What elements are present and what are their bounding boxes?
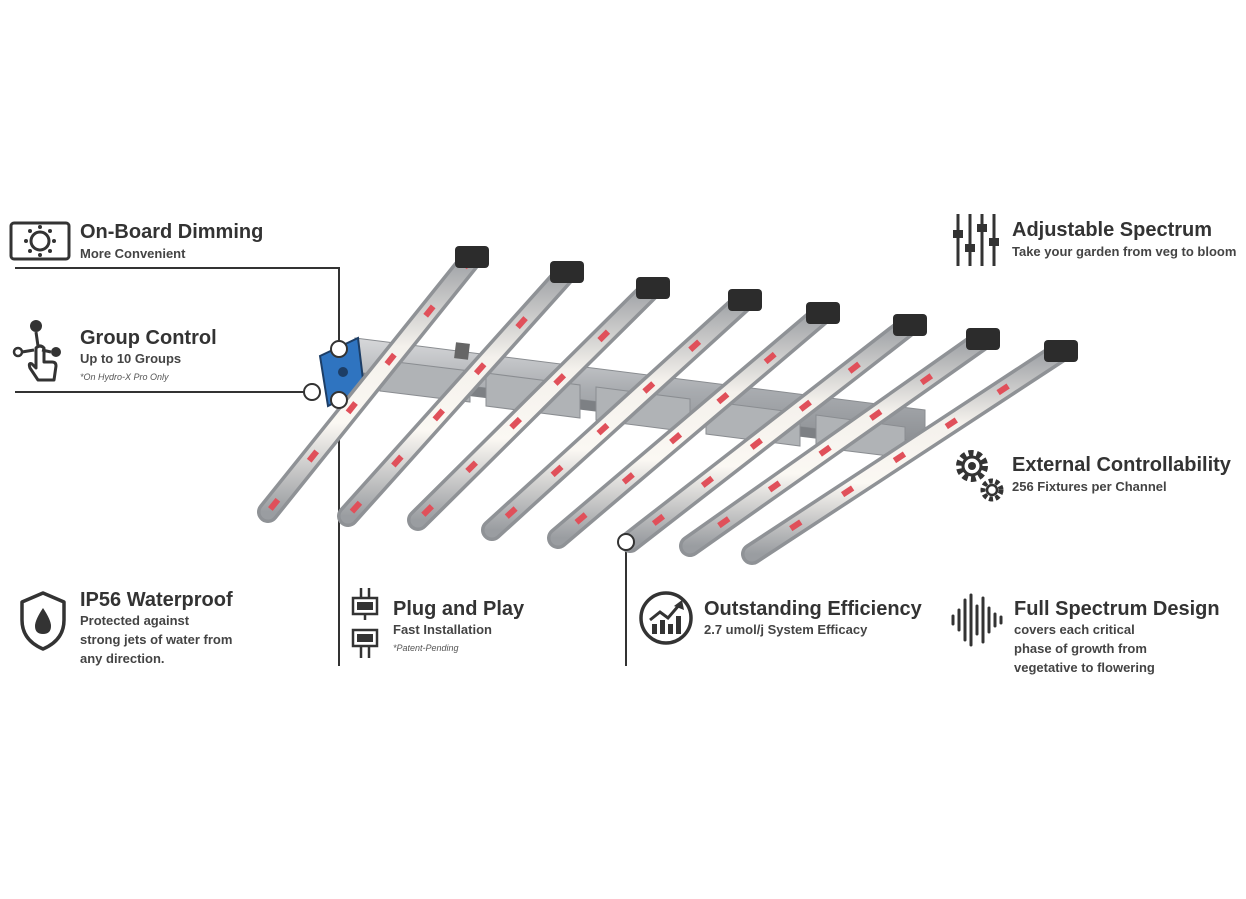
led-bars — [257, 246, 1078, 565]
feature-title-efficiency: Outstanding Efficiency — [704, 598, 922, 620]
feature-title-fullspectrum: Full Spectrum Design — [1014, 598, 1220, 620]
feature-subtitle-spectrum: Take your garden from veg to bloom — [1012, 244, 1237, 259]
feature-title-spectrum: Adjustable Spectrum — [1012, 219, 1213, 241]
plug-connector-icon — [348, 586, 382, 662]
led-bar — [547, 302, 840, 549]
sliders-icon — [952, 212, 1002, 268]
feature-line-waterproof-2: strong jets of water from — [80, 632, 233, 647]
feature-title-group: Group Control — [80, 327, 217, 349]
feature-title-plug: Plug and Play — [393, 598, 525, 620]
callout-lines — [15, 267, 627, 666]
feature-line-waterproof-1: Protected against — [80, 613, 190, 628]
feature-subtitle-efficiency: 2.7 umol/j System Efficacy — [704, 622, 868, 637]
feature-line-fullspectrum-3: vegetative to flowering — [1014, 660, 1155, 675]
led-bar — [481, 289, 762, 541]
led-bar — [407, 277, 670, 531]
led-bar — [741, 340, 1078, 565]
feature-subtitle-external: 256 Fixtures per Channel — [1012, 479, 1167, 494]
feature-title-external: External Controllability — [1012, 454, 1231, 476]
sound-wave-icon — [950, 592, 1004, 648]
touch-network-icon — [12, 318, 64, 386]
growth-chart-icon — [638, 590, 694, 646]
led-bar — [619, 314, 927, 553]
feature-subtitle-plug: Fast Installation — [393, 622, 492, 637]
dimming-knob-icon — [8, 220, 72, 262]
feature-subtitle-dimming: More Convenient — [80, 246, 186, 261]
led-bar — [679, 328, 1000, 557]
feature-title-waterproof: IP56 Waterproof — [80, 589, 233, 611]
callout-dots — [303, 340, 635, 551]
feature-title-dimming: On-Board Dimming — [80, 221, 264, 243]
led-bar — [257, 246, 489, 523]
feature-line-fullspectrum-2: phase of growth from — [1014, 641, 1147, 656]
shield-drop-icon — [18, 590, 68, 652]
feature-line-fullspectrum-1: covers each critical — [1014, 622, 1135, 637]
feature-note-group: *On Hydro-X Pro Only — [80, 372, 169, 382]
led-bar — [337, 261, 584, 527]
feature-note-plug: *Patent-Pending — [393, 643, 459, 653]
feature-subtitle-group: Up to 10 Groups — [80, 351, 182, 366]
gears-icon — [950, 444, 1008, 506]
feature-line-waterproof-3: any direction. — [80, 651, 165, 666]
